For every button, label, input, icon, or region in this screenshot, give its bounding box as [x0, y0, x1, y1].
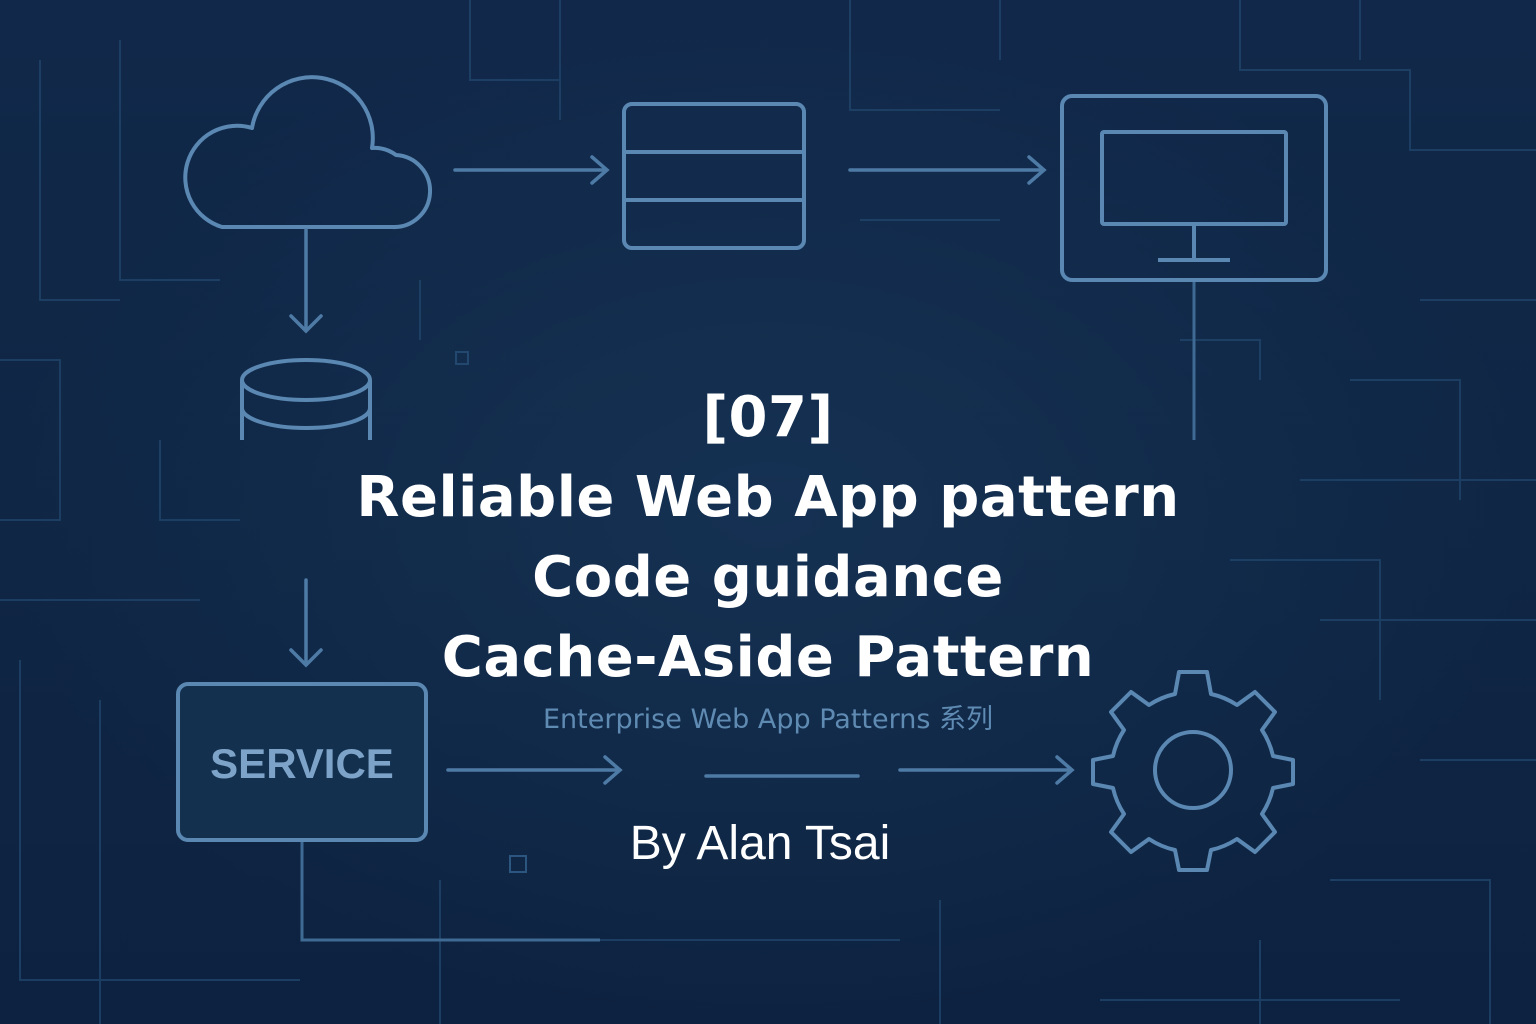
- title-number: [07]: [702, 385, 834, 450]
- arrow-service-to-gear: [446, 755, 1075, 785]
- gear-icon: [1091, 670, 1295, 872]
- arrow-to-service: [289, 578, 323, 668]
- monitor-icon: [1060, 94, 1328, 282]
- arrow-cloud-to-database: [289, 228, 323, 334]
- server-rack-icon: [622, 102, 806, 250]
- title-line-2: Code guidance: [532, 545, 1004, 610]
- connector-service-bottom: [300, 842, 600, 942]
- cloud-icon: [183, 75, 433, 230]
- decor-square: [455, 351, 469, 365]
- title-block: [07] Reliable Web App pattern Code guida…: [268, 378, 1268, 698]
- service-label: SERVICE: [210, 740, 394, 787]
- service-box: SERVICE: [176, 682, 428, 842]
- author-byline: By Alan Tsai: [629, 817, 891, 870]
- series-subtitle: Enterprise Web App Patterns 系列: [542, 704, 994, 735]
- arrow-cloud-to-rack: [453, 155, 610, 185]
- title-line-1: Reliable Web App pattern: [356, 465, 1180, 530]
- arrow-rack-to-monitor: [848, 155, 1047, 185]
- decor-square: [509, 855, 527, 873]
- database-icon: [240, 358, 372, 440]
- title-line-3: Cache-Aside Pattern: [441, 625, 1095, 690]
